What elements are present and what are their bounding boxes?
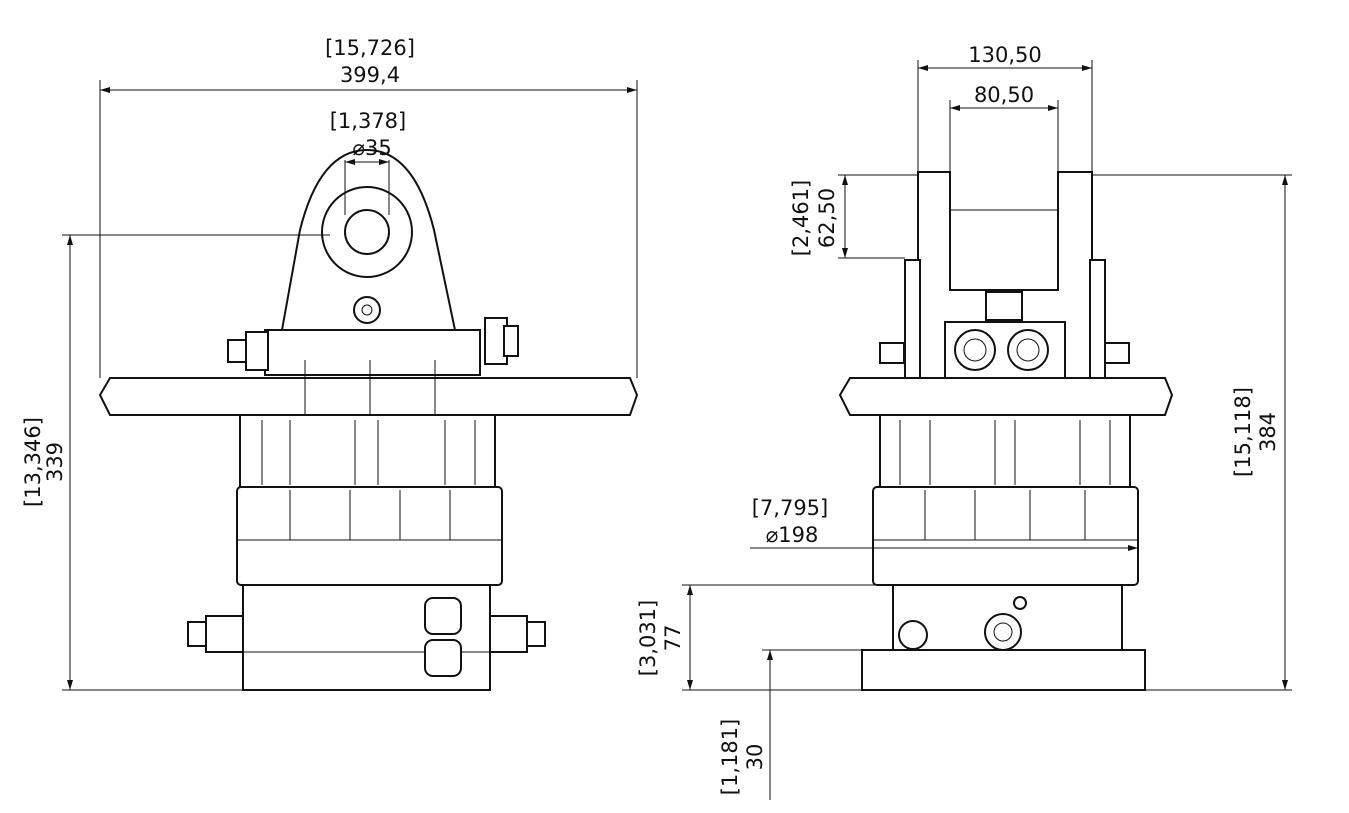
front-flange xyxy=(98,377,639,416)
flange-height-mm: 30 xyxy=(743,744,767,771)
body-diameter-inch: [7,795] xyxy=(752,496,829,520)
side-view-rotator xyxy=(838,171,1174,691)
pin-diameter-mm: ⌀35 xyxy=(352,136,391,160)
overall-height-mm: 384 xyxy=(1256,412,1280,452)
front-columns xyxy=(239,414,496,488)
base-height-inch: [3,031] xyxy=(636,600,660,677)
side-flange xyxy=(838,377,1174,416)
front-view-rotator xyxy=(98,148,639,691)
side-columns xyxy=(879,414,1131,488)
overall-width-mm: 399,4 xyxy=(340,63,400,87)
side-dimensions xyxy=(682,60,1292,800)
front-dimensions xyxy=(62,80,638,691)
base-height-mm: 77 xyxy=(661,625,685,652)
overall-width-inch: [15,726] xyxy=(325,36,415,60)
pin-diameter-inch: [1,378] xyxy=(330,109,407,133)
side-base-flange xyxy=(861,649,1146,691)
overall-height-inch: [15,118] xyxy=(1231,387,1255,477)
yoke-outer-width-mm: 130,50 xyxy=(968,43,1041,67)
front-motor-body xyxy=(236,486,503,586)
front-pin-hole xyxy=(344,209,390,255)
side-motor-body xyxy=(872,486,1139,586)
flange-height-inch: [1,181] xyxy=(718,719,742,796)
pin-height-inch: [13,346] xyxy=(21,417,45,507)
body-diameter-mm: ⌀198 xyxy=(766,523,819,547)
pin-height-mm: 339 xyxy=(43,442,67,482)
yoke-depth-inch: [2,461] xyxy=(789,180,813,257)
yoke-depth-mm: 62,50 xyxy=(815,188,839,248)
yoke-inner-width-mm: 80,50 xyxy=(974,83,1034,107)
